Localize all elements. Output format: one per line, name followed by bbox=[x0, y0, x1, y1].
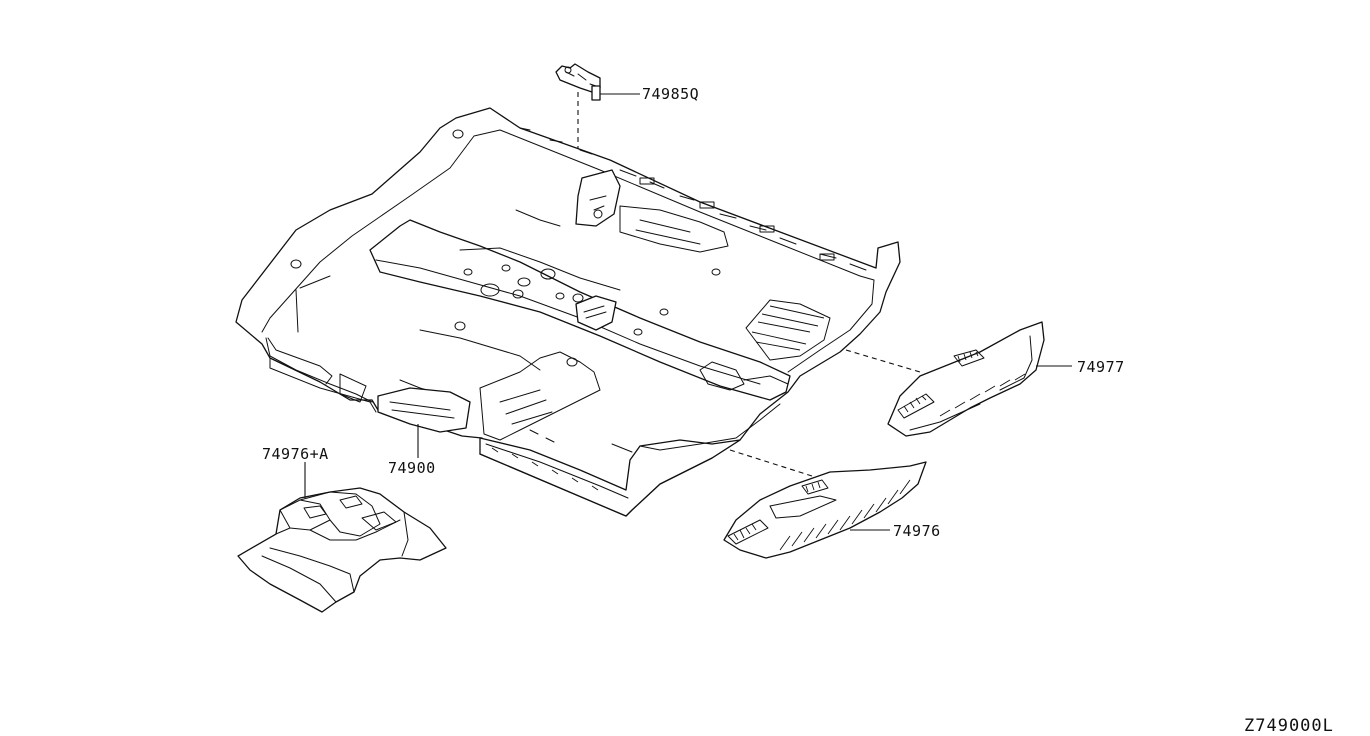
clip-part bbox=[555, 63, 601, 101]
label-74900: 74900 bbox=[388, 459, 436, 477]
rear-mat-right bbox=[887, 321, 1045, 437]
drawing-code: Z749000L bbox=[1244, 716, 1334, 736]
label-74985q: 74985Q bbox=[642, 85, 699, 103]
rear-mat-left bbox=[723, 461, 927, 559]
label-74977: 74977 bbox=[1077, 358, 1125, 376]
label-74976-a: 74976+A bbox=[262, 445, 329, 463]
front-mat bbox=[237, 487, 447, 613]
rear-left-dashed-guide bbox=[729, 449, 813, 477]
main-floor-carpet bbox=[235, 107, 901, 517]
rear-right-dashed-guide bbox=[845, 349, 921, 373]
label-74976: 74976 bbox=[893, 522, 941, 540]
